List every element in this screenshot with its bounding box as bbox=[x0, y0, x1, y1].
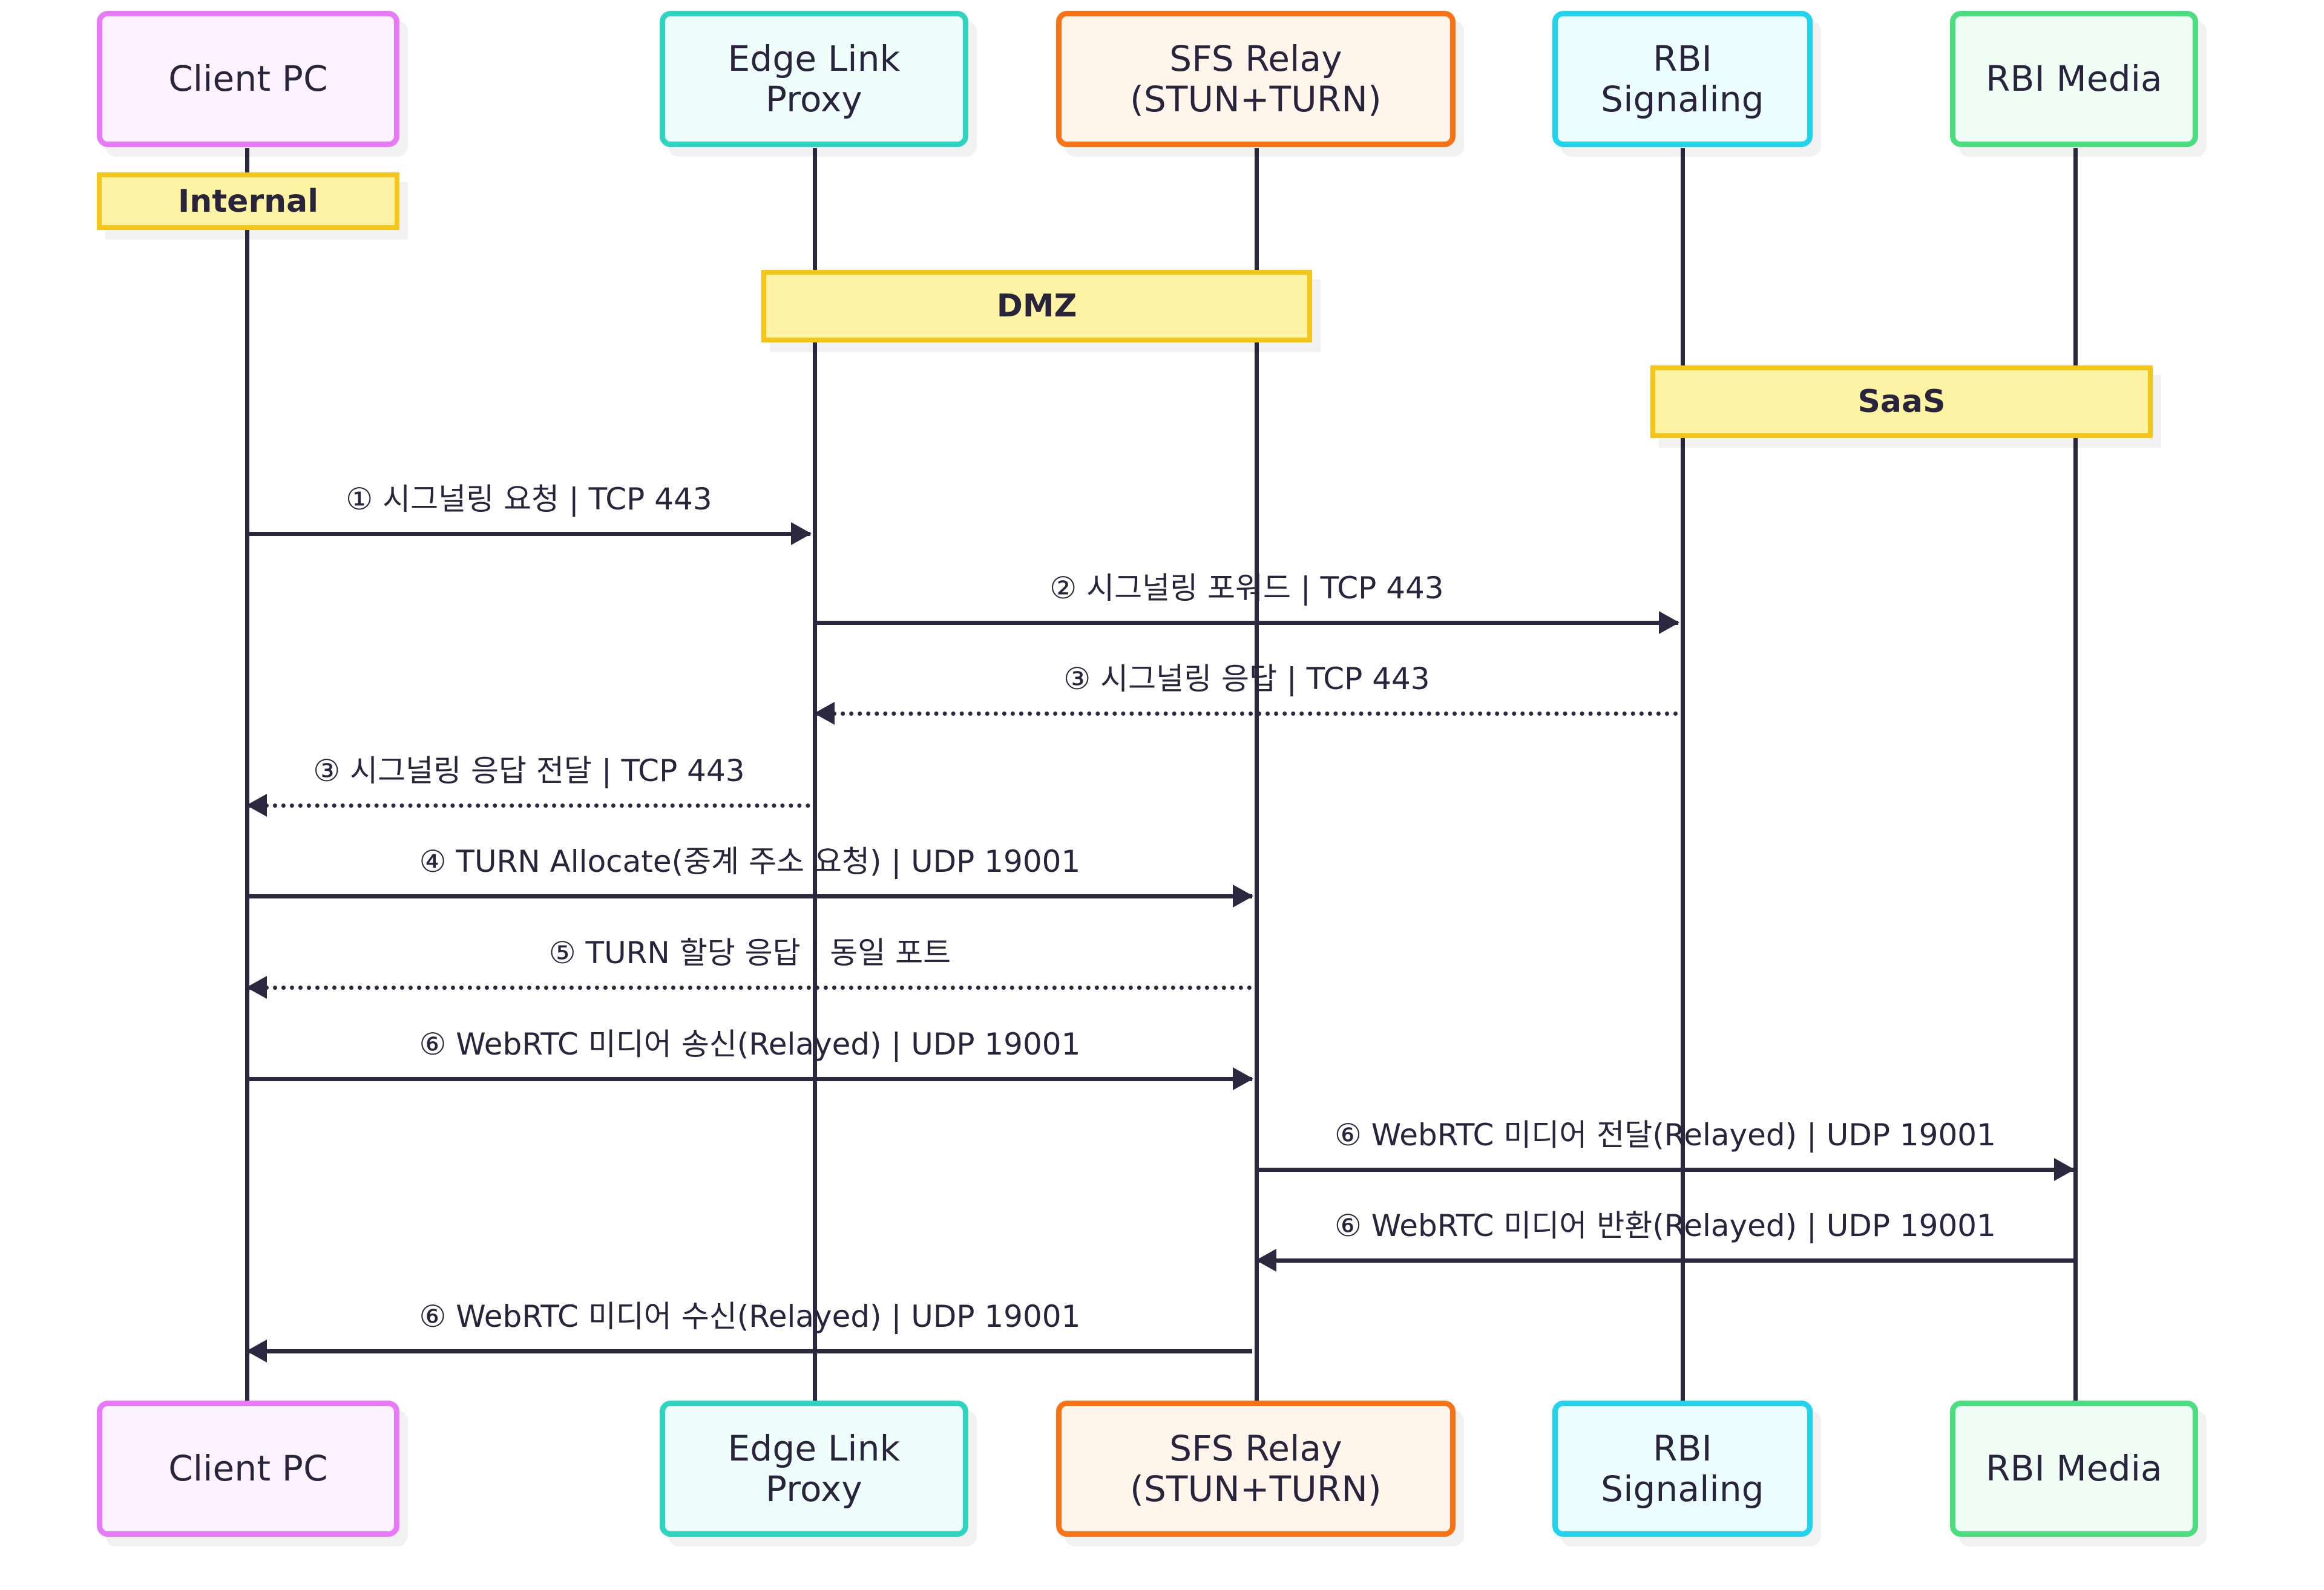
message-label: ⑥ WebRTC 미디어 반환(Relayed) | UDP 19001 bbox=[1334, 1208, 1996, 1243]
participant-label: RBI Media bbox=[1986, 1448, 2162, 1490]
participant-rbimedia-top[interactable]: RBI Media bbox=[1950, 11, 2198, 147]
note-saas: SaaS bbox=[1650, 365, 2153, 438]
arrowhead-left-icon bbox=[246, 976, 267, 999]
participant-label: Edge Link Proxy bbox=[727, 38, 901, 120]
arrowhead-left-icon bbox=[814, 702, 835, 725]
message-line bbox=[248, 894, 1252, 898]
participant-label: Client PC bbox=[168, 58, 328, 100]
note-label: SaaS bbox=[1857, 384, 1946, 420]
message-label: ③ 시그널링 응답 전달 | TCP 443 bbox=[313, 753, 745, 788]
message-line bbox=[815, 712, 1678, 716]
message-label: ② 시그널링 포워드 | TCP 443 bbox=[1049, 571, 1444, 606]
arrowhead-right-icon bbox=[2054, 1158, 2075, 1181]
message-label: ③ 시그널링 응답 | TCP 443 bbox=[1063, 661, 1430, 696]
arrowhead-right-icon bbox=[1233, 885, 1253, 908]
participant-rbimedia-bottom[interactable]: RBI Media bbox=[1950, 1401, 2198, 1537]
message-label: ⑥ WebRTC 미디어 송신(Relayed) | UDP 19001 bbox=[419, 1027, 1081, 1062]
message-line bbox=[248, 1349, 1252, 1353]
participant-proxy-bottom[interactable]: Edge Link Proxy bbox=[660, 1401, 968, 1537]
arrowhead-right-icon bbox=[1659, 611, 1679, 634]
participant-proxy-top[interactable]: Edge Link Proxy bbox=[660, 11, 968, 147]
participant-client-bottom[interactable]: Client PC bbox=[97, 1401, 399, 1537]
arrowhead-left-icon bbox=[1256, 1249, 1276, 1272]
arrowhead-left-icon bbox=[246, 794, 267, 817]
arrowhead-left-icon bbox=[246, 1340, 267, 1363]
message-line bbox=[248, 532, 810, 536]
lifeline-rbimedia bbox=[2073, 148, 2078, 1401]
note-internal: Internal bbox=[97, 172, 399, 230]
participant-label: SFS Relay (STUN+TURN) bbox=[1130, 1427, 1382, 1510]
arrowhead-right-icon bbox=[1233, 1067, 1253, 1090]
lifeline-sfs bbox=[1255, 148, 1259, 1401]
note-label: DMZ bbox=[996, 288, 1077, 324]
participant-rbisig-bottom[interactable]: RBI Signaling bbox=[1552, 1401, 1813, 1537]
message-line bbox=[248, 986, 1252, 990]
participant-label: Client PC bbox=[168, 1448, 328, 1490]
message-label: ⑥ WebRTC 미디어 전달(Relayed) | UDP 19001 bbox=[1334, 1117, 1996, 1153]
message-line bbox=[815, 621, 1678, 625]
participant-client-top[interactable]: Client PC bbox=[97, 11, 399, 147]
participant-sfs-bottom[interactable]: SFS Relay (STUN+TURN) bbox=[1056, 1401, 1456, 1537]
lifeline-proxy bbox=[813, 148, 817, 1401]
participant-label: RBI Signaling bbox=[1601, 38, 1764, 120]
participant-label: RBI Signaling bbox=[1601, 1427, 1764, 1510]
message-line bbox=[248, 803, 810, 808]
lifeline-rbisig bbox=[1681, 148, 1685, 1401]
message-label: ⑥ WebRTC 미디어 수신(Relayed) | UDP 19001 bbox=[419, 1299, 1081, 1334]
message-label: ⑤ TURN 할당 응답 | 동일 포트 bbox=[548, 935, 951, 970]
message-line bbox=[248, 1077, 1252, 1081]
arrowhead-right-icon bbox=[791, 522, 812, 545]
note-label: Internal bbox=[177, 183, 319, 220]
message-line bbox=[1257, 1258, 2073, 1263]
lifeline-client bbox=[245, 148, 249, 1401]
message-label: ① 시그널링 요청 | TCP 443 bbox=[346, 482, 712, 517]
message-label: ④ TURN Allocate(중계 주소 요청) | UDP 19001 bbox=[419, 844, 1081, 879]
message-line bbox=[1257, 1168, 2073, 1172]
participant-label: RBI Media bbox=[1986, 58, 2162, 100]
participant-rbisig-top[interactable]: RBI Signaling bbox=[1552, 11, 1813, 147]
participant-label: SFS Relay (STUN+TURN) bbox=[1130, 38, 1382, 120]
participant-sfs-top[interactable]: SFS Relay (STUN+TURN) bbox=[1056, 11, 1456, 147]
note-dmz: DMZ bbox=[761, 270, 1312, 342]
participant-label: Edge Link Proxy bbox=[727, 1427, 901, 1510]
